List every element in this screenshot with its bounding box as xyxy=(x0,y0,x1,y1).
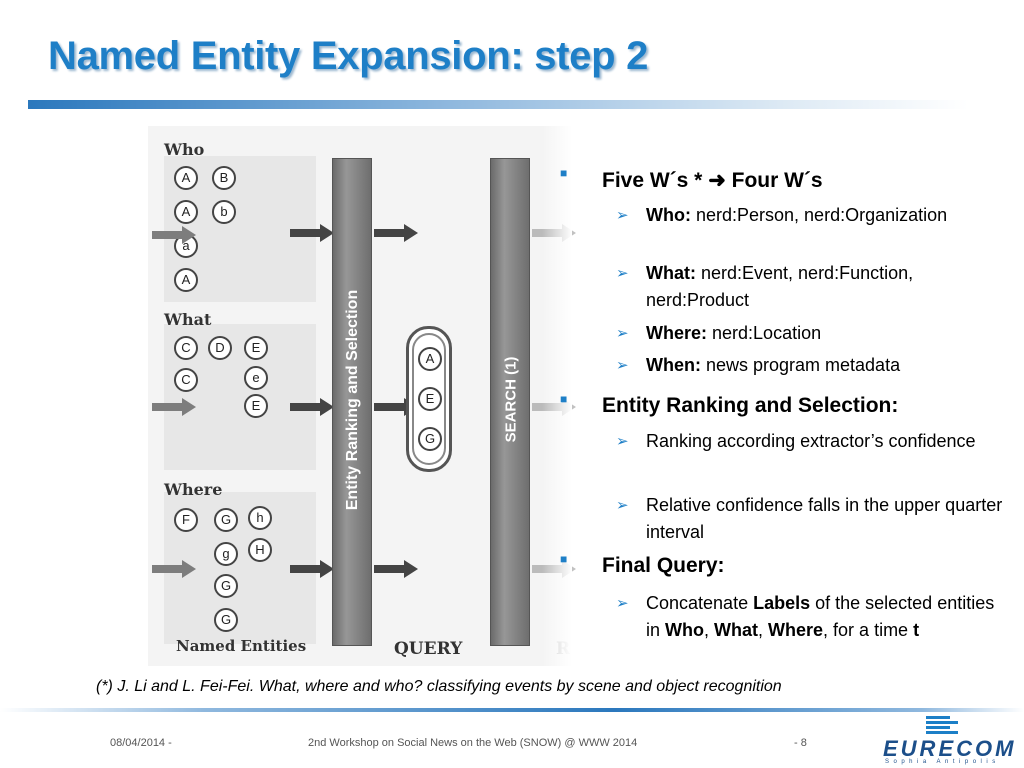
chevron-right-icon: ➢ xyxy=(616,325,629,342)
entity-node: b xyxy=(212,200,236,224)
entity-node: C xyxy=(174,368,198,392)
chevron-right-icon: ➢ xyxy=(616,207,629,224)
arrow-icon xyxy=(290,224,334,242)
bullet-square-icon: ■ xyxy=(560,552,568,566)
bullet-square-icon: ■ xyxy=(560,392,568,406)
entity-node: B xyxy=(212,166,236,190)
footnote: (*) J. Li and L. Fei-Fei. What, where an… xyxy=(96,678,782,695)
chevron-right-icon: ➢ xyxy=(616,595,629,612)
footer-date: 08/04/2014 - xyxy=(110,737,172,749)
entity-node: H xyxy=(248,538,272,562)
arrow-icon xyxy=(152,226,196,244)
entity-node: A xyxy=(174,166,198,190)
footer-divider xyxy=(0,708,1024,712)
what-label: What xyxy=(164,310,212,329)
arrow-icon xyxy=(290,398,334,416)
query-entity: E xyxy=(418,387,442,411)
entity-node: A xyxy=(174,200,198,224)
entity-node: D xyxy=(208,336,232,360)
search-label: SEARCH (1) xyxy=(502,356,520,443)
arrow-icon xyxy=(290,560,334,578)
query-entity: G xyxy=(418,427,442,451)
bullet-heading: Final Query: xyxy=(602,554,725,577)
footer-page-number: - 8 xyxy=(794,737,807,749)
arrow-icon xyxy=(152,398,196,416)
where-label: Where xyxy=(164,480,223,499)
eurecom-logo: EURECOM Sophia Antipolis xyxy=(883,714,1013,766)
entity-node: C xyxy=(174,336,198,360)
title-divider xyxy=(28,100,968,109)
query-box: A E G xyxy=(406,326,452,472)
bullet-heading: Five W´s * ➜ Four W´s xyxy=(602,169,823,192)
bullet-square-icon: ■ xyxy=(560,166,568,180)
logo-stripes-icon xyxy=(926,716,958,736)
logo-subtext: Sophia Antipolis xyxy=(885,759,1000,765)
entity-node: e xyxy=(244,366,268,390)
logo-text: EURECOM xyxy=(883,736,1017,761)
arrow-icon xyxy=(152,560,196,578)
entity-node: E xyxy=(244,394,268,418)
named-entities-label: Named Entities xyxy=(176,637,307,655)
entity-node: A xyxy=(174,268,198,292)
search-bar: SEARCH (1) xyxy=(490,158,530,646)
entity-node: G xyxy=(214,574,238,598)
bullet-heading: Entity Ranking and Selection: xyxy=(602,394,899,417)
entity-ranking-label: Entity Ranking and Selection xyxy=(344,289,361,511)
entity-ranking-bar: Entity Ranking and Selection xyxy=(332,158,372,646)
chevron-right-icon: ➢ xyxy=(616,357,629,374)
entity-node: G xyxy=(214,508,238,532)
entity-node: g xyxy=(214,542,238,566)
slide-title: Named Entity Expansion: step 2 xyxy=(48,34,649,78)
chevron-right-icon: ➢ xyxy=(616,497,629,514)
entity-node: h xyxy=(248,506,272,530)
query-entity: A xyxy=(418,347,442,371)
chevron-right-icon: ➢ xyxy=(616,433,629,450)
entity-node: F xyxy=(174,508,198,532)
chevron-right-icon: ➢ xyxy=(616,265,629,282)
who-label: Who xyxy=(164,140,205,159)
entity-node: G xyxy=(214,608,238,632)
arrow-icon xyxy=(374,560,418,578)
footer-event: 2nd Workshop on Social News on the Web (… xyxy=(308,737,638,749)
arrow-icon xyxy=(374,224,418,242)
pipeline-diagram: Who What Where A B A b a A C D E C e E F… xyxy=(148,126,576,666)
entity-node: E xyxy=(244,336,268,360)
query-label: QUERY xyxy=(394,639,463,659)
